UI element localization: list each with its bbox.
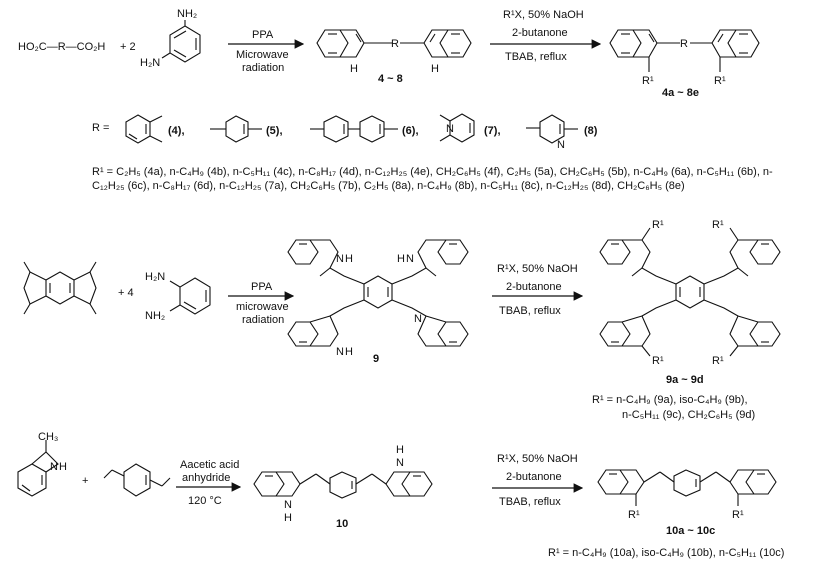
nh-10-a-h: H [284, 512, 292, 524]
r-group-para-phenylene [210, 115, 262, 143]
amine-nh2-2: NH₂ [145, 310, 165, 322]
r1-right: R¹ [714, 75, 726, 87]
r-equals: R = [92, 122, 109, 134]
r-group-pyridine-2-6 [439, 113, 475, 143]
condition-radiation: radiation [242, 62, 284, 74]
condition-radiation-2: radiation [242, 314, 284, 326]
product-label-4-8[interactable]: 4 ~ 8 [378, 73, 403, 85]
amine-h2n-2: H₂N [145, 271, 165, 283]
condition-alkylation-2: R¹X, 50% NaOH [497, 263, 578, 275]
r1-10-b: R¹ [732, 509, 744, 521]
r1-9-c: R¹ [652, 355, 664, 367]
r-label-7: (7), [484, 125, 501, 137]
product-label-9[interactable]: 9 [373, 353, 379, 365]
nh-right-h: H [431, 63, 439, 75]
tetrabenzimidazole-9 [287, 239, 469, 347]
product-label-10a-10c[interactable]: 10a ~ 10c [666, 525, 715, 537]
nh-9-a: N [336, 253, 344, 265]
r1-10-a: R¹ [628, 509, 640, 521]
condition-microwave-2: microwave [236, 301, 289, 313]
condition-acetic: Aacetic acid [180, 459, 239, 471]
plus-4: + 4 [118, 287, 134, 299]
condition-tbab-2: TBAB, reflux [499, 305, 561, 317]
r-group-2: R [680, 38, 688, 50]
nh-methyl: N [50, 461, 58, 473]
terephthalaldehyde [103, 463, 171, 497]
r1-9-b: R¹ [712, 219, 724, 231]
nh-9-c-h: H [345, 346, 353, 358]
n-9-d: N [414, 313, 422, 325]
r-label-8: (8) [584, 125, 598, 137]
o-phenylenediamine [161, 20, 201, 63]
r-label-6: (6), [402, 125, 419, 137]
nh-10-b-h: H [396, 444, 404, 456]
methyl: CH₃ [38, 431, 58, 443]
plus-row3: + [82, 475, 88, 487]
r1-left: R¹ [642, 75, 654, 87]
condition-alkylation-3: R¹X, 50% NaOH [497, 453, 578, 465]
condition-alkylation: R¹X, 50% NaOH [503, 9, 584, 21]
nh-9-a-h: H [345, 253, 353, 265]
condition-temp: 120 °C [188, 495, 222, 507]
condition-anhydride: anhydride [182, 472, 230, 484]
note-9-line1: R¹ = n-C₄H₉ (9a), iso-C₄H₉ (9b), [592, 394, 748, 406]
nh-9-b: N [406, 253, 414, 265]
o-phenylenediamine-2 [169, 277, 211, 315]
diacid-formula: HO₂C—R—CO₂H [18, 41, 105, 53]
r1-substituent-note: R¹ = C₂H₅ (4a), n-C₄H₉ (4b), n-C₅H₁₁ (4c… [92, 166, 773, 192]
condition-tbab-3: TBAB, reflux [499, 496, 561, 508]
plus-2: + 2 [120, 41, 136, 53]
nh-9-b-h: H [397, 253, 405, 265]
amine-h2n: H₂N [140, 57, 160, 69]
r-group: R [391, 38, 399, 50]
r-group-biphenylene [310, 115, 398, 143]
tetrabenzimidazole-9a-9d [599, 227, 781, 357]
r1-9-a: R¹ [652, 219, 664, 231]
nh-10-a: N [284, 499, 292, 511]
condition-butanone: 2-butanone [512, 27, 568, 39]
distyryl-bisbenzimidazole-10 [253, 471, 433, 499]
amine-nh2: NH₂ [177, 8, 197, 20]
r-group-ortho-phenylene [125, 114, 163, 144]
2-methylbenzimidazole [17, 440, 59, 497]
product-label-9a-9d[interactable]: 9a ~ 9d [666, 374, 704, 386]
note-10: R¹ = n-C₄H₉ (10a), iso-C₄H₉ (10b), n-C₅H… [548, 547, 784, 559]
condition-butanone-2: 2-butanone [506, 281, 562, 293]
condition-ppa-2: PPA [251, 281, 273, 293]
condition-ppa: PPA [252, 29, 274, 41]
nh-10-b: N [396, 457, 404, 469]
condition-microwave: Microwave [236, 49, 289, 61]
r-label-4: (4), [168, 125, 185, 137]
pyridine-n-7: N [446, 123, 454, 135]
nh-methyl-h: H [59, 461, 67, 473]
bis-benzimidazole-4-8 [316, 29, 472, 58]
distyryl-bisbenzimidazole-10a-10c [597, 469, 777, 506]
nh-left-h: H [350, 63, 358, 75]
pyromellitic-dianhydride [23, 261, 97, 315]
bis-benzimidazole-4a-8e [609, 29, 760, 72]
pyridine-n-8: N [557, 139, 565, 151]
note-9-line2: n-C₅H₁₁ (9c), CH₂C₆H₅ (9d) [622, 409, 755, 421]
nh-9-c: N [336, 346, 344, 358]
condition-butanone-3: 2-butanone [506, 471, 562, 483]
r1-9-d: R¹ [712, 355, 724, 367]
condition-tbab: TBAB, reflux [505, 51, 567, 63]
r-label-5: (5), [266, 125, 283, 137]
product-label-4a-8e[interactable]: 4a ~ 8e [662, 87, 699, 99]
product-label-10[interactable]: 10 [336, 518, 348, 530]
r-group-pyridine-2-5 [526, 114, 578, 144]
